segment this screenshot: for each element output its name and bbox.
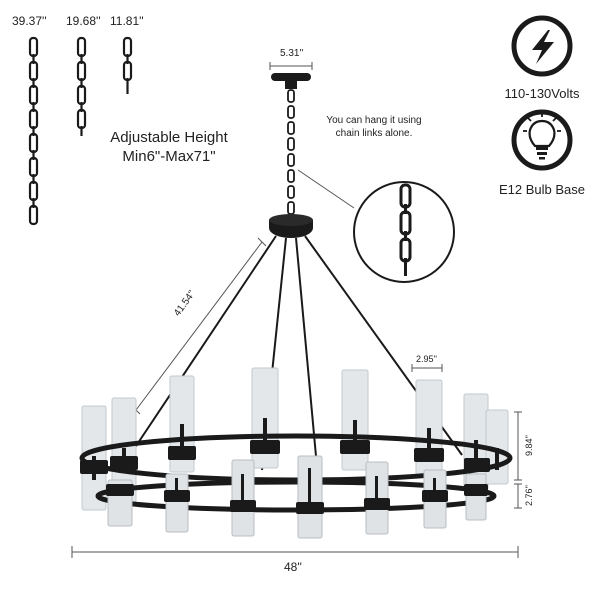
- chain-length-label-3: 11.81'': [110, 14, 144, 28]
- hanging-chain: [287, 89, 295, 215]
- hang-note-line1: You can hang it using: [326, 115, 422, 126]
- chain-zoom-links: [399, 183, 412, 276]
- ring-height-dimension: [514, 483, 522, 509]
- center-hub: [269, 214, 313, 238]
- canopy-width-label: 5.31'': [280, 48, 304, 59]
- rod-dimension: [131, 237, 267, 415]
- lightning-bolt-icon: [511, 15, 573, 77]
- chain-sample-2: [76, 36, 87, 136]
- front-candles: [175, 468, 436, 502]
- bulb-base-label: E12 Bulb Base: [498, 182, 585, 197]
- front-collars: [106, 484, 488, 514]
- ring-collars: [80, 440, 490, 474]
- light-bulb-icon: [511, 109, 573, 171]
- voltage-label: 110-130Volts: [504, 86, 580, 101]
- shade-height-label: 9.84'': [524, 435, 534, 456]
- hang-note-line2: chain links alone.: [335, 128, 413, 139]
- zoom-leader-line: [297, 169, 355, 209]
- hang-note: You can hang it using chain links alone.: [312, 114, 436, 140]
- canopy-dimension: [269, 62, 313, 70]
- shade-height-dimension: [514, 411, 522, 481]
- chain-length-label-1: 39.37'': [12, 14, 47, 28]
- shade-width-label: 2.95'': [416, 354, 437, 364]
- adjustable-height-text: Adjustable Height Min6"-Max71": [104, 128, 234, 166]
- ring-height-label: 2.76'': [524, 485, 534, 506]
- chain-length-label-2: 19.68'': [66, 14, 101, 28]
- chain-sample-1: [28, 36, 39, 226]
- overall-width-label: 48'': [284, 560, 302, 574]
- adjustable-height-line1: Adjustable Height: [110, 129, 228, 146]
- ceiling-canopy: [271, 73, 311, 89]
- adjustable-height-line2: Min6"-Max71": [122, 148, 216, 165]
- chain-sample-3: [122, 36, 133, 94]
- overall-width-dimension: [71, 546, 519, 558]
- shade-width-dimension: [411, 364, 443, 372]
